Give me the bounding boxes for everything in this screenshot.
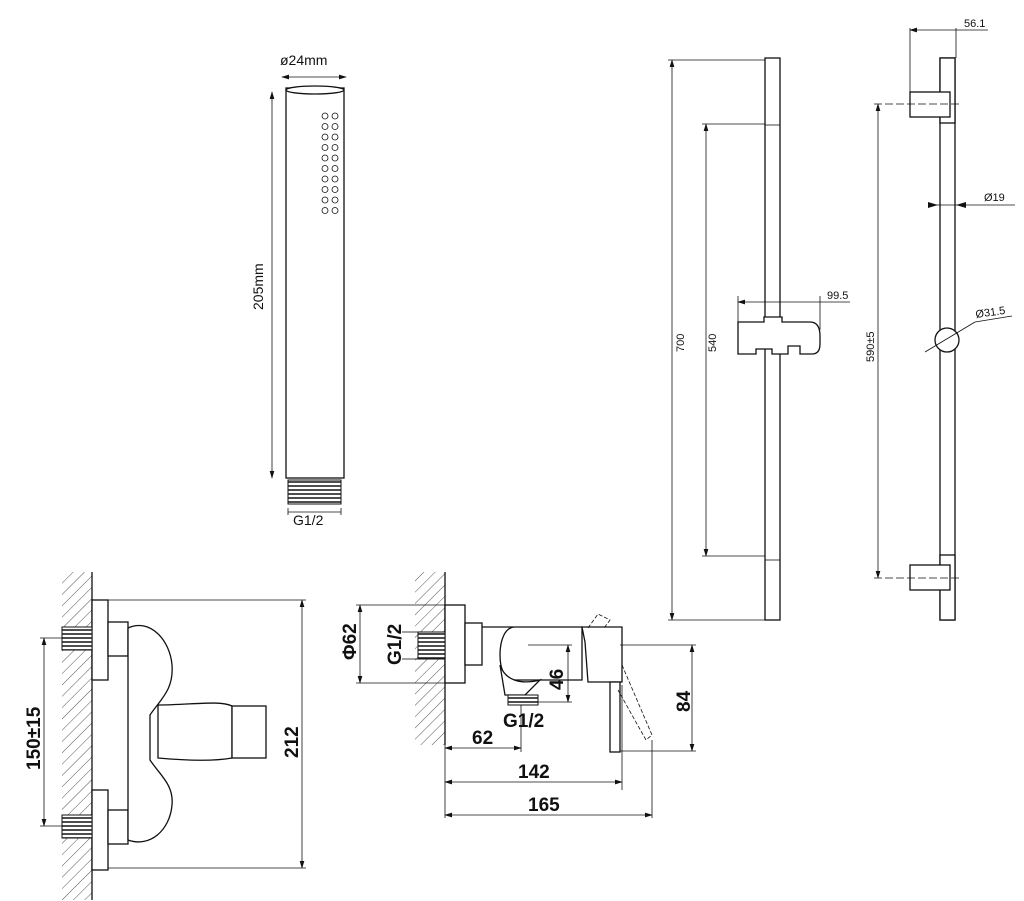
outlet-thread-label: G1/2 [503,711,544,732]
outlet-distance-label: 62 [472,728,493,749]
nozzle-dot [331,196,339,204]
nozzle-dot [331,144,339,151]
mixer-body [127,625,233,843]
mixer-front-drawing: 212 150±15 [24,572,306,900]
nozzle-dot [321,196,329,204]
lever-height-label: 84 [674,690,695,712]
slide-rail-side-drawing: 56.1 590±5 Ø19 Ø31.5 [865,18,1015,621]
bracket-depth-label: 56.1 [964,18,985,30]
diameter-label: ø24mm [280,52,327,68]
slide-rail-front-drawing: 700 540 99.5 [668,57,850,621]
hand-shower-drawing: ø24mm 205mm G1/2 [250,52,347,528]
nozzle-dot [321,175,329,183]
lever [609,681,621,753]
nozzle-dot [331,154,339,162]
mixer-knob [231,705,267,759]
nozzle-dot [321,133,329,141]
nozzle-dot [331,207,339,214]
total-depth-label: 165 [528,795,560,816]
flange-diameter-label: Φ62 [340,623,361,660]
hand-shower-thread [287,479,342,505]
slider-knob [934,327,960,353]
rail-diameter-label: Ø19 [984,192,1005,204]
body-depth-label: 142 [518,762,550,783]
hand-shower-body [285,87,345,479]
lever-base [581,626,623,683]
nozzle-dot [331,112,339,120]
nozzle-dot [321,186,329,193]
mixer-height-label: 212 [282,726,303,758]
nozzle-dot [331,123,339,130]
mixer-side-drawing: Φ62 G1/2 46 G1/2 84 62 142 165 [340,572,696,818]
length-label: 205mm [250,263,266,310]
slider-diameter-label: Ø31.5 [975,305,1006,321]
inlet-thread-label: G1/2 [385,624,406,665]
nozzle-dot [321,112,329,120]
slider-width-label: 99.5 [827,290,848,302]
nozzle-dots [321,112,339,214]
nozzle-dot [321,165,329,172]
inlet-spacing-label: 150±15 [24,706,45,770]
total-height-label: 700 [675,334,687,352]
nozzle-dot [321,123,329,130]
nozzle-dot [331,165,339,172]
nozzle-dot [321,207,329,214]
slider [737,316,821,355]
nozzle-dot [331,133,339,141]
bottom-bracket [909,564,951,591]
top-bracket [909,91,951,118]
bracket-spacing-label: 590±5 [865,331,877,362]
nozzle-dot [321,154,329,162]
outlet-drop-label: 46 [547,669,568,690]
nozzle-dot [331,175,339,183]
hand-shower-top [285,85,345,95]
thread-label: G1/2 [293,512,324,528]
nozzle-dot [331,186,339,193]
slide-range-label: 540 [707,334,719,352]
nozzle-dot [321,144,329,151]
